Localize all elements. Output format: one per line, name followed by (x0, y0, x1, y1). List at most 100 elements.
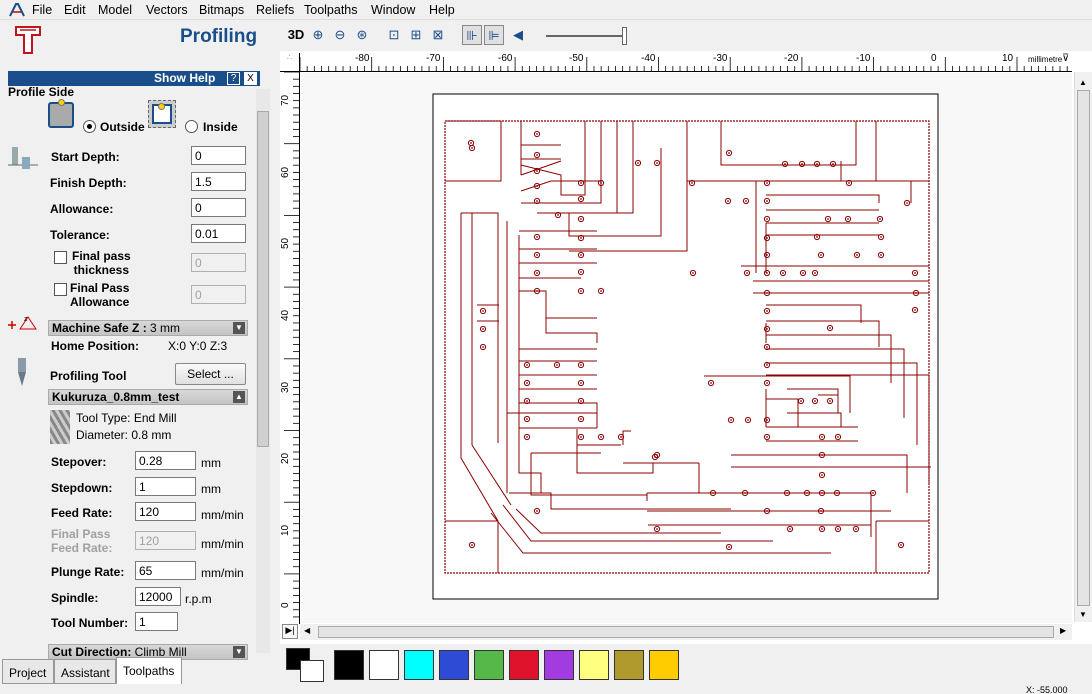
tool-number-input[interactable] (135, 612, 178, 631)
spindle-input[interactable] (135, 587, 181, 606)
tolerance-input[interactable] (191, 224, 246, 243)
tool-collapse-button[interactable]: ▲ (233, 391, 245, 403)
toolpath-marker (811, 269, 819, 277)
toolpath-marker-center (827, 218, 829, 220)
menu-vectors[interactable]: Vectors (146, 3, 188, 17)
menu-edit[interactable]: Edit (64, 3, 86, 17)
stepdown-input[interactable] (135, 477, 196, 496)
current-color-icon[interactable] (286, 648, 326, 682)
tool-section-bar[interactable]: Kukuruza_0.8mm_test ▲ (48, 389, 248, 405)
inside-radio[interactable] (185, 120, 198, 133)
menu-reliefs[interactable]: Reliefs (256, 3, 295, 17)
zoom-fit-icon[interactable]: ⊡ (388, 27, 400, 42)
vector-drawing[interactable] (301, 73, 1072, 623)
cut-direction-expand-button[interactable]: ▼ (233, 646, 245, 658)
stepover-input[interactable] (135, 451, 196, 470)
toolpath-marker-center (580, 218, 582, 220)
toolpath-marker-center (784, 163, 786, 165)
allowance-input[interactable] (191, 198, 246, 217)
swatch-blue[interactable] (439, 650, 469, 680)
select-tool-button[interactable]: Select ... (175, 363, 246, 385)
tolerance-label: Tolerance: (50, 228, 110, 242)
menu-model[interactable]: Model (98, 3, 133, 17)
outside-profile-icon[interactable] (48, 99, 74, 128)
toolpath-marker (817, 251, 825, 259)
panel-scrollbar[interactable] (256, 89, 270, 653)
plunge-rate-input[interactable] (135, 561, 196, 580)
toolpath-marker-center (906, 202, 908, 204)
v-tick-label: 30 (280, 381, 291, 393)
tab-assistant[interactable]: Assistant (54, 659, 116, 684)
inside-profile-icon[interactable] (148, 100, 176, 128)
safe-z-section-bar[interactable]: Machine Safe Z : 3 mm ▼ (48, 320, 248, 336)
help-question-button[interactable]: ? (227, 72, 240, 85)
toolpath-marker-center (656, 528, 658, 530)
vertical-scrollbar-thumb[interactable] (1077, 90, 1090, 606)
zoom-box-icon[interactable]: ⊞ (410, 27, 422, 42)
zoom-slider[interactable] (546, 35, 622, 37)
zoom-out-icon[interactable]: ⊖ (334, 27, 346, 42)
scroll-right-icon[interactable]: ▶ (1060, 626, 1067, 635)
menu-bitmaps[interactable]: Bitmaps (199, 3, 245, 17)
grid-snap-icon[interactable]: ⊫ (484, 25, 504, 45)
toolpath-marker-center (766, 419, 768, 421)
safe-z-expand-button[interactable]: ▼ (233, 322, 245, 334)
scroll-up-icon[interactable]: ▲ (1079, 78, 1087, 87)
menu-help[interactable]: Help (429, 3, 455, 17)
zoom-all-icon[interactable]: ⊠ (432, 27, 444, 42)
zoom-in-icon[interactable]: ⊕ (312, 27, 324, 42)
horizontal-scrollbar-thumb[interactable] (318, 626, 1054, 638)
toolpath-marker-center (766, 200, 768, 202)
swatch-light-yellow[interactable] (579, 650, 609, 680)
snap-icon[interactable]: ⊪ (462, 25, 482, 45)
tab-project[interactable]: Project (2, 659, 54, 684)
swatch-white[interactable] (369, 650, 399, 680)
vector-path (461, 212, 499, 443)
vector-path (765, 389, 799, 427)
toolpath-marker-center (806, 492, 808, 494)
final-feed-rate-unit: mm/min (201, 537, 244, 551)
final-pass-thickness-checkbox[interactable] (54, 251, 67, 264)
scroll-left-icon[interactable]: ◀ (304, 626, 311, 635)
zoom-previous-icon[interactable]: ⊛ (356, 27, 368, 42)
vertical-scrollbar[interactable]: ▲ ▼ (1074, 72, 1092, 622)
units-dropdown-icon[interactable]: ⊽ (1062, 53, 1070, 64)
toolpath-marker (707, 379, 715, 387)
finish-depth-input[interactable] (191, 172, 246, 191)
panel-scrollbar-thumb[interactable] (257, 111, 269, 447)
zoom-slider-handle[interactable] (622, 27, 627, 45)
toolpath-marker-center (914, 309, 916, 311)
toolpath-marker-center (557, 214, 559, 216)
toolpath-marker-center (580, 290, 582, 292)
help-close-button[interactable]: X (244, 72, 257, 85)
swatch-green[interactable] (474, 650, 504, 680)
toolpath-marker (844, 215, 852, 223)
menu-file[interactable]: File (32, 3, 53, 17)
tab-toolpaths[interactable]: Toolpaths (116, 657, 182, 684)
swatch-red[interactable] (509, 650, 539, 680)
menu-toolpaths[interactable]: Toolpaths (304, 3, 358, 17)
view-3d-button[interactable]: 3D (287, 27, 305, 42)
show-help-link[interactable]: Show Help (154, 71, 216, 85)
back-arrow-icon[interactable]: ◀ (513, 27, 523, 42)
outside-radio[interactable] (83, 120, 96, 133)
collapse-panel-button[interactable]: ▶| (282, 624, 298, 639)
menu-window[interactable]: Window (371, 3, 416, 17)
drawing-canvas[interactable] (301, 73, 1072, 623)
horizontal-scrollbar[interactable]: ◀ ▶ (300, 624, 1072, 640)
swatch-cyan[interactable] (404, 650, 434, 680)
final-pass-allowance-checkbox[interactable] (54, 283, 67, 296)
vector-path (647, 492, 872, 537)
toolpath-marker (911, 306, 919, 314)
start-depth-input[interactable] (191, 146, 246, 165)
swatch-black[interactable] (334, 650, 364, 680)
cut-direction-section-bar[interactable]: Cut Direction: Climb Mill ▼ (48, 644, 248, 660)
scroll-down-icon[interactable]: ▼ (1079, 610, 1087, 619)
feed-rate-input[interactable] (135, 502, 196, 521)
horizontal-ruler-ticks (299, 57, 1068, 72)
toolpath-marker (763, 416, 771, 424)
toolpath-marker-center (600, 436, 602, 438)
swatch-olive[interactable] (614, 650, 644, 680)
swatch-purple[interactable] (544, 650, 574, 680)
swatch-gold[interactable] (649, 650, 679, 680)
